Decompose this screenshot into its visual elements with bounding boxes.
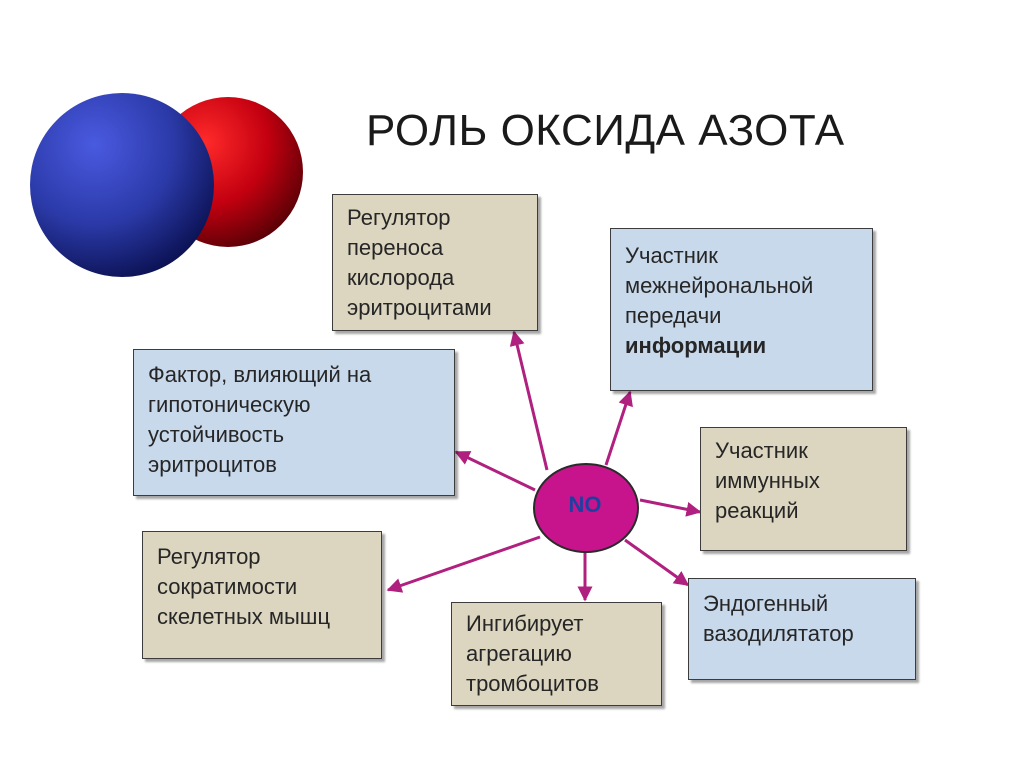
slide-title: РОЛЬ ОКСИДА АЗОТА (366, 106, 845, 155)
box-line: эритроцитов (148, 452, 277, 477)
box-line: тромбоцитов (466, 671, 599, 696)
box-line: переноса (347, 235, 444, 260)
box-osmotic: Фактор, влияющий на гипотоническую устой… (133, 349, 455, 496)
box-line: Эндогенный (703, 591, 829, 616)
arrow-to-interneuronal (604, 390, 633, 466)
box-line: Фактор, влияющий на (148, 362, 372, 387)
arrow-to-osmotic (454, 450, 536, 492)
box-line: эритроцитами (347, 295, 492, 320)
box-line: скелетных мышц (157, 604, 331, 629)
box-line: сократимости (157, 574, 298, 599)
arrow-to-muscle (386, 535, 541, 593)
arrow-to-immune (639, 498, 702, 517)
box-oxygen-transport: Регулятор переноса кислорода эритроцитам… (332, 194, 538, 331)
box-immune: Участник иммунных реакций (700, 427, 907, 551)
no-molecule-icon (30, 93, 303, 277)
box-line: межнейрональной (625, 273, 814, 298)
box-platelets: Ингибирует агрегацию тромбоцитов (451, 602, 662, 706)
box-interneuronal: Участник межнейрональной передачи информ… (610, 228, 873, 391)
box-line: информации (625, 333, 767, 358)
box-line: Ингибирует (466, 611, 584, 636)
box-line: передачи (625, 303, 722, 328)
box-line: устойчивость (148, 422, 285, 447)
box-line: Участник (625, 243, 718, 268)
box-line: иммунных (715, 468, 820, 493)
box-line: вазодилятатор (703, 621, 854, 646)
box-vasodilator: Эндогенный вазодилятатор (688, 578, 916, 680)
nitrogen-atom (30, 93, 214, 277)
box-muscle: Регулятор сократимости скелетных мышц (142, 531, 382, 659)
box-line: реакций (715, 498, 799, 523)
center-node (533, 463, 639, 553)
center-label: NO (568, 492, 602, 517)
box-line: кислорода (347, 265, 455, 290)
box-line: Участник (715, 438, 808, 463)
box-line: Регулятор (157, 544, 261, 569)
box-line: гипотоническую (148, 392, 311, 417)
arrow-to-vasodilator (624, 538, 690, 587)
arrow-to-oxygen-transport (509, 330, 549, 471)
box-line: Регулятор (347, 205, 451, 230)
box-line: агрегацию (466, 641, 572, 666)
